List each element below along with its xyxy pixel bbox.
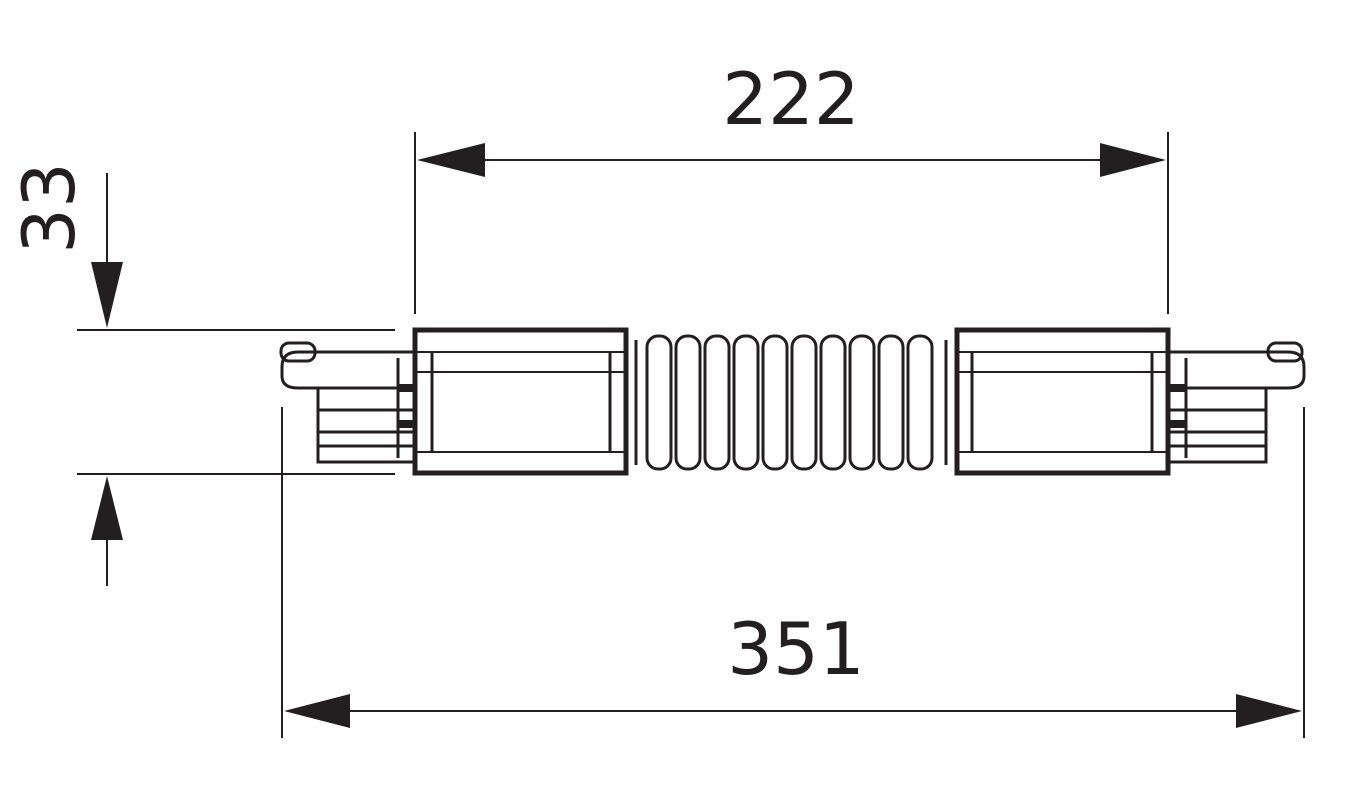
left-housing [412,327,629,476]
dimension-label-351: 351 [727,607,864,691]
arrowhead-left-222 [417,143,485,177]
dimension-label-33: 33 [7,162,91,254]
dimension-351: 351 [281,407,1305,738]
dimension-222: 222 [414,57,1169,314]
flexible-bellows [623,334,960,471]
dimension-33: 33 [7,162,395,586]
dimension-label-222: 222 [722,57,859,141]
arrowhead-left-351 [284,694,350,728]
right-housing [954,327,1171,476]
arrowhead-right-351 [1236,694,1302,728]
left-end-clip [279,341,415,464]
arrowhead-right-222 [1100,143,1166,177]
right-end-clip [1168,341,1306,464]
arrowhead-top-33 [91,262,123,328]
arrowhead-bottom-33 [91,476,123,540]
